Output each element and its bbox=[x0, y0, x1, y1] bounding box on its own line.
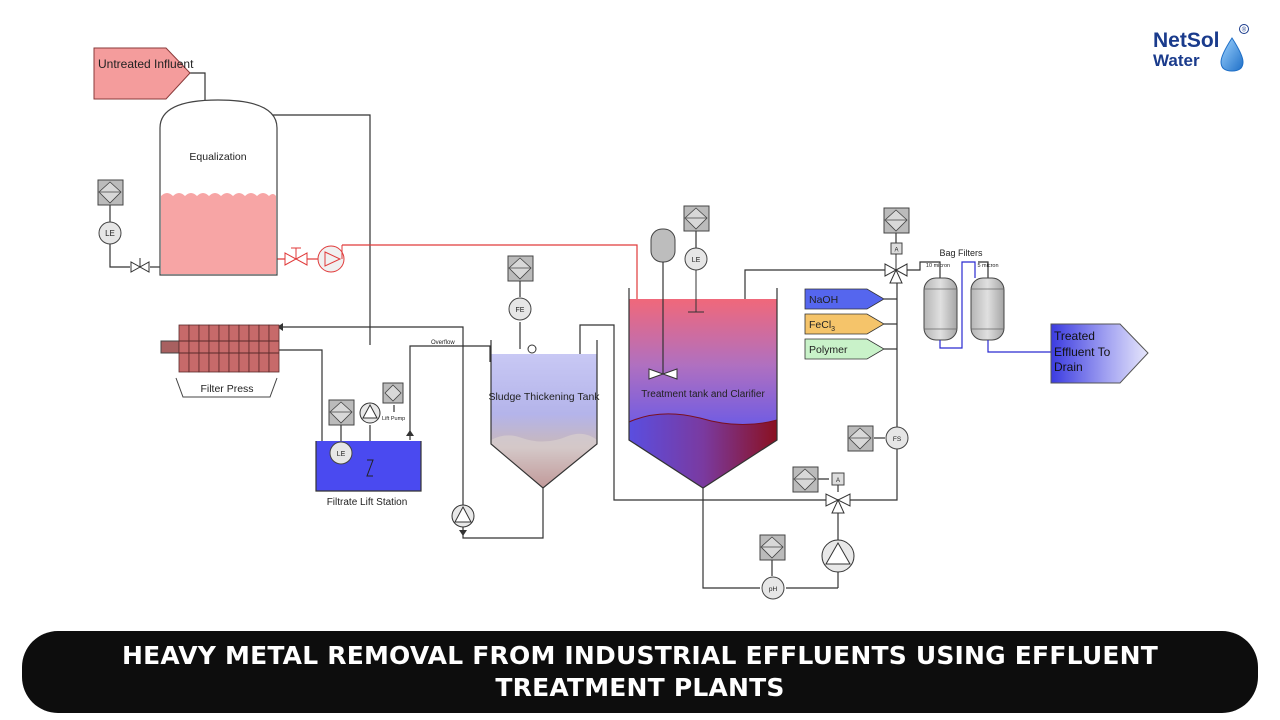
right-riser-pipe bbox=[846, 449, 898, 501]
treated-effluent-label: Treated Effluent To Drain bbox=[1054, 329, 1111, 374]
overflow-label: Overflow bbox=[431, 340, 455, 346]
filter-press: Filter Press bbox=[160, 324, 280, 398]
logo-line2: Water bbox=[1153, 51, 1200, 70]
bag-filter-10-label: 10 micron bbox=[926, 263, 950, 269]
sludge-press-pipe bbox=[278, 326, 464, 505]
sludge-pump-icon[interactable] bbox=[451, 504, 475, 528]
netsol-water-logo: NetSol Water ® bbox=[1153, 24, 1249, 72]
three-way-valve-top[interactable]: A bbox=[883, 207, 910, 284]
polymer-label: Polymer bbox=[809, 344, 848, 356]
ph-loop-pipe bbox=[702, 488, 760, 589]
fecl3-tag bbox=[804, 313, 885, 335]
naoh-label: NaOH bbox=[809, 294, 838, 306]
transfer-pump-icon[interactable] bbox=[317, 245, 345, 273]
three-way-valve-bottom[interactable]: A bbox=[792, 466, 851, 514]
bag-filters: Bag Filters 10 micron 5 micron bbox=[923, 248, 1051, 353]
sludge-thickening-tank: Sludge Thickening Tank bbox=[488, 340, 600, 489]
filtrate-lift-station-label: Filtrate Lift Station bbox=[327, 497, 408, 508]
treatment-level-controller: LE bbox=[683, 205, 710, 313]
le-tag: LE bbox=[105, 229, 115, 238]
bag-filters-label: Bag Filters bbox=[939, 248, 983, 258]
polymer-tag bbox=[804, 338, 885, 360]
influent-label: Untreated Influent bbox=[98, 57, 194, 71]
naoh-tag bbox=[804, 288, 885, 310]
bag-filter-5-label: 5 micron bbox=[977, 263, 998, 269]
chemical-dosing: NaOH FeCl3 Polymer bbox=[804, 288, 885, 360]
svg-text:A: A bbox=[836, 478, 840, 484]
untreated-influent: Untreated Influent bbox=[93, 47, 194, 100]
svg-text:A: A bbox=[894, 248, 898, 254]
flow-switch-controller: FS bbox=[847, 425, 909, 452]
treatment-tank-label: Treatment tank and Clarifier bbox=[641, 389, 765, 400]
svg-text:LE: LE bbox=[692, 257, 701, 264]
logo-line1: NetSol bbox=[1153, 29, 1220, 52]
svg-text:LE: LE bbox=[337, 451, 346, 458]
registered-mark: ® bbox=[1242, 27, 1247, 34]
treated-effluent: Treated Effluent To Drain bbox=[1050, 323, 1149, 384]
banner-title: HEAVY METAL REMOVAL FROM INDUSTRIAL EFFL… bbox=[121, 641, 1159, 702]
registered-mark-icon bbox=[1239, 24, 1249, 34]
lift-pump-icon[interactable]: Lift Pump bbox=[359, 382, 405, 424]
sludge-thickening-label: Sludge Thickening Tank bbox=[488, 391, 600, 403]
drain-valve[interactable] bbox=[130, 258, 150, 273]
treatment-tank-clarifier: Treatment tank and Clarifier bbox=[628, 288, 778, 489]
lift-station-level-controller: LE bbox=[328, 399, 355, 465]
fecl3-label: FeCl3 bbox=[809, 319, 835, 333]
le-pipe bbox=[109, 244, 130, 268]
ph-tag: pH bbox=[769, 586, 778, 593]
water-drop-icon bbox=[1220, 37, 1244, 72]
overflow-pipe bbox=[409, 345, 491, 440]
clarifier-sludge-pipe bbox=[579, 324, 838, 501]
recirculation-pump-icon[interactable] bbox=[821, 539, 855, 573]
filter-press-label: Filter Press bbox=[200, 383, 253, 395]
ph-controller: pH bbox=[759, 534, 786, 600]
fs-tag: FS bbox=[893, 436, 902, 443]
filter-filtrate-pipe bbox=[278, 349, 323, 462]
lift-pump-label: Lift Pump bbox=[382, 416, 405, 422]
equalization-tank: Equalization bbox=[159, 99, 278, 276]
mixer-icon bbox=[648, 228, 678, 380]
sludge-pump-pipe bbox=[462, 488, 544, 539]
title-banner: HEAVY METAL REMOVAL FROM INDUSTRIAL EFFL… bbox=[22, 631, 1258, 713]
fe-tag: FE bbox=[516, 307, 525, 314]
equalization-level-controller: LE bbox=[97, 179, 124, 245]
flow-element-controller: FE bbox=[507, 255, 534, 321]
equalization-label: Equalization bbox=[189, 151, 246, 163]
transfer-valve[interactable] bbox=[284, 247, 308, 266]
